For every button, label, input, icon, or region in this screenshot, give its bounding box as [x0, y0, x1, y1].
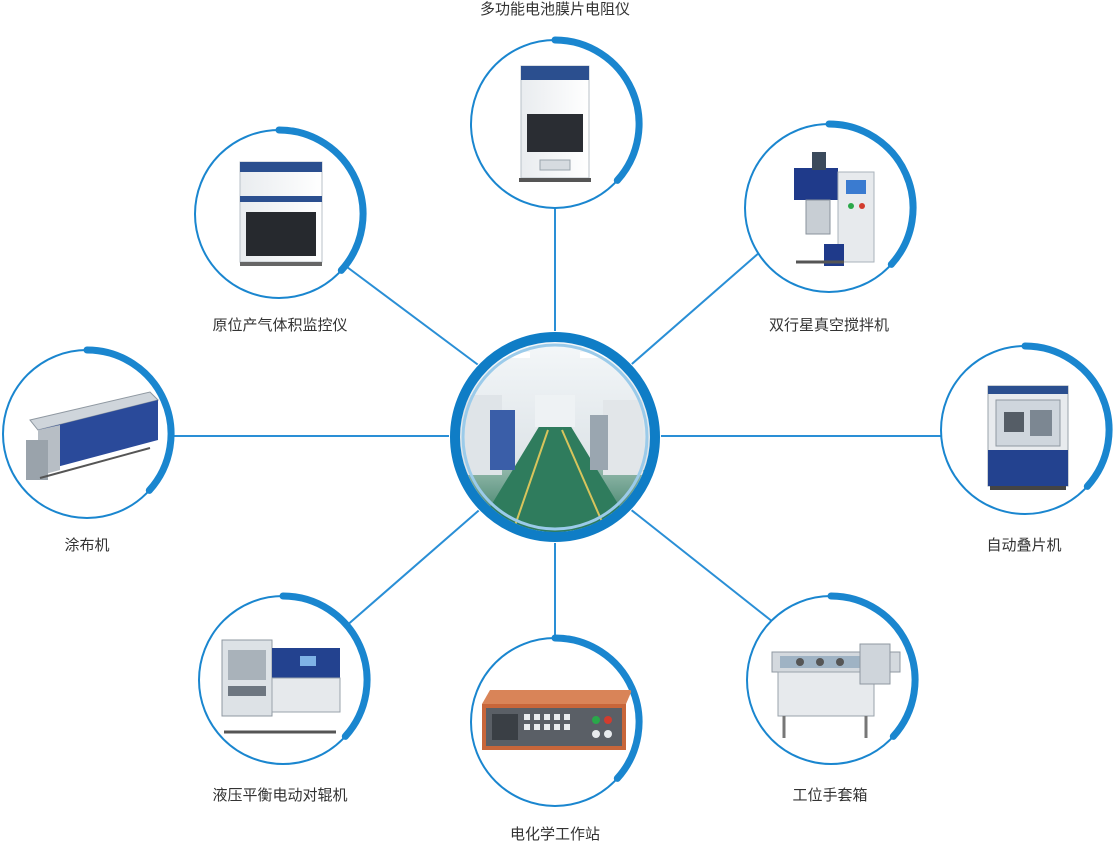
vacuum-mixer-icon — [794, 152, 875, 266]
glove-box-icon — [771, 643, 901, 738]
node-stacker — [940, 342, 1113, 515]
connector-roller — [344, 504, 486, 628]
label-gas-volume: 原位产气体积监控仪 — [212, 316, 348, 334]
electrochemical-workstation-icon — [482, 690, 632, 750]
label-workstation: 电化学工作站 — [509, 825, 601, 843]
label-roller: 液压平衡电动对辊机 — [212, 786, 348, 804]
resistance-meter-icon — [519, 65, 591, 182]
coating-machine-icon — [26, 391, 159, 480]
stacking-machine-icon — [987, 385, 1069, 490]
label-film-resistance: 多功能电池膜片电阻仪 — [479, 0, 631, 18]
node-workstation — [470, 634, 643, 807]
connector-glovebox — [624, 504, 774, 623]
connector-lines — [170, 207, 942, 640]
node-film-resistance — [470, 36, 643, 209]
gas-volume-monitor-icon — [239, 161, 323, 266]
lab-corridor-photo — [449, 331, 661, 543]
label-stacker: 自动叠片机 — [986, 536, 1062, 554]
connector-gas-volume — [342, 263, 486, 371]
label-mixer: 双行星真空搅拌机 — [768, 316, 890, 334]
node-glovebox — [746, 592, 919, 765]
node-gas-volume — [194, 126, 367, 299]
connector-mixer — [624, 251, 761, 371]
roller-press-icon — [221, 639, 341, 734]
label-coater: 涂布机 — [64, 536, 110, 554]
label-glovebox: 工位手套箱 — [792, 786, 868, 804]
node-roller — [198, 592, 371, 765]
node-mixer — [744, 120, 917, 293]
node-coater — [2, 346, 175, 519]
